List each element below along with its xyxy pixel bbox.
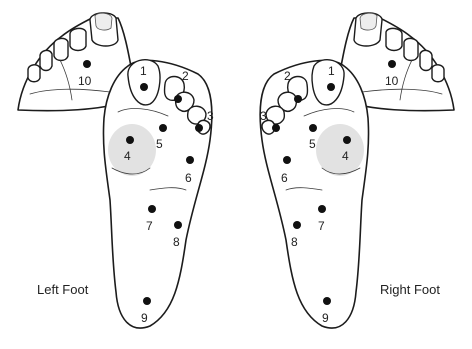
left-foot-sole [103, 60, 211, 328]
right-point-2-dot [294, 95, 302, 103]
left-point-10-dot [83, 60, 91, 68]
left-foot-label: Left Foot [37, 282, 89, 297]
left-point-9-dot [143, 297, 151, 305]
left-point-5-dot [159, 124, 167, 132]
right-foot-label: Right Foot [380, 282, 440, 297]
left-point-7-dot [148, 205, 156, 213]
right-point-3-dot [272, 124, 280, 132]
right-point-6-dot [283, 156, 291, 164]
left-point-2-dot [174, 95, 182, 103]
left-point-6-dot [186, 156, 194, 164]
right-point-4-label: 4 [342, 149, 349, 163]
right-point-10-label: 10 [385, 74, 399, 88]
left-point-8-label: 8 [173, 235, 180, 249]
left-point-10-label: 10 [78, 74, 92, 88]
left-point-4-label: 4 [124, 149, 131, 163]
right-point-5-dot [309, 124, 317, 132]
left-point-8-dot [174, 221, 182, 229]
left-point-5-label: 5 [156, 137, 163, 151]
left-point-6-label: 6 [185, 171, 192, 185]
right-point-10-dot [388, 60, 396, 68]
left-point-2-label: 2 [182, 69, 189, 83]
left-point-3-label: 3 [207, 109, 214, 123]
left-point-1-label: 1 [140, 64, 147, 78]
right-foot-sole [260, 60, 368, 328]
left-point-4-dot [126, 136, 134, 144]
right-point-9-label: 9 [322, 311, 329, 325]
right-point-1-label: 1 [328, 64, 335, 78]
right-point-9-dot [323, 297, 331, 305]
right-point-5-label: 5 [309, 137, 316, 151]
right-point-8-label: 8 [291, 235, 298, 249]
left-point-3-dot [195, 124, 203, 132]
right-point-6-label: 6 [281, 171, 288, 185]
right-point-2-label: 2 [284, 69, 291, 83]
right-point-4-dot [343, 136, 351, 144]
right-point-7-dot [318, 205, 326, 213]
left-point-7-label: 7 [146, 219, 153, 233]
right-point-8-dot [293, 221, 301, 229]
left-point-9-label: 9 [141, 311, 148, 325]
right-point-1-dot [327, 83, 335, 91]
right-point-3-label: 3 [260, 109, 267, 123]
left-point-1-dot [140, 83, 148, 91]
right-point-7-label: 7 [318, 219, 325, 233]
